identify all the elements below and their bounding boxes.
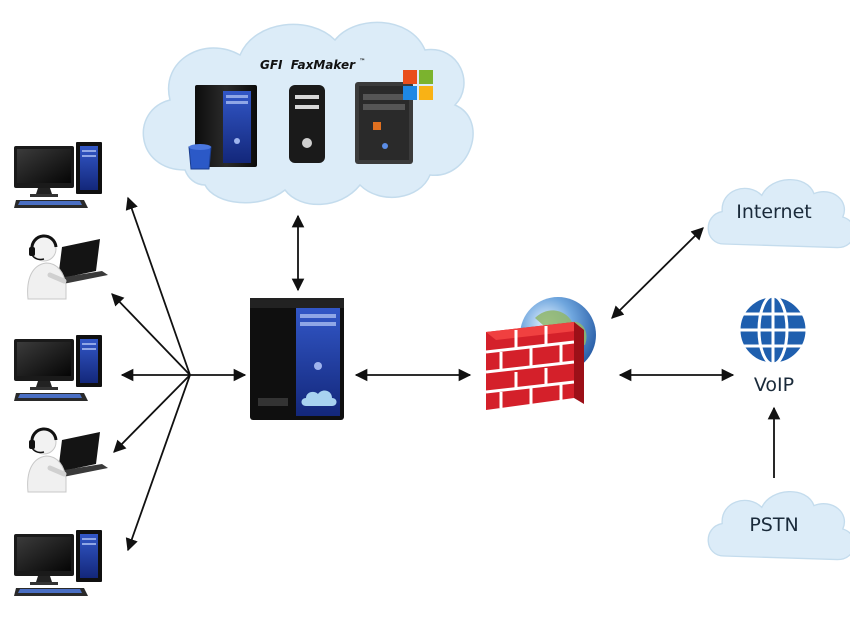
desktop-computer-icon	[14, 530, 102, 596]
voip-globe-icon	[737, 294, 809, 366]
headset-user-laptop-icon	[28, 429, 108, 492]
headset-user-laptop-icon	[28, 236, 108, 299]
arrow-hub-workstation-3	[125, 374, 191, 552]
tower-server-icon	[289, 85, 325, 163]
office-logo-icon	[403, 70, 433, 100]
desktop-computer-icon	[14, 142, 102, 208]
tower-server-icon	[355, 70, 433, 164]
svg-text:GFI FaxMaker ™: GFI FaxMaker ™	[260, 58, 365, 72]
pstn-label: PSTN	[749, 514, 798, 536]
pstn-cloud	[707, 491, 850, 561]
tower-server-icon	[188, 85, 257, 170]
voip-label: VoIP	[754, 374, 794, 396]
brand-name: FaxMaker	[291, 58, 356, 72]
internet-cloud	[707, 179, 850, 249]
desktop-computer-icon	[14, 335, 102, 401]
connections	[111, 196, 781, 552]
internet-label: Internet	[736, 201, 811, 223]
central-server-icon	[250, 298, 344, 420]
brick-firewall-icon	[485, 322, 584, 410]
faxmaker-logo: GFI FaxMaker ™	[260, 58, 365, 72]
arrow-hub-operator-1	[111, 293, 191, 376]
arrow-firewall-internet	[611, 227, 704, 319]
brand-prefix: GFI	[260, 58, 283, 72]
arrow-hub-workstation-1	[125, 196, 191, 376]
arrow-hub-operator-2	[113, 374, 191, 453]
brand-mark: ™	[359, 58, 365, 65]
